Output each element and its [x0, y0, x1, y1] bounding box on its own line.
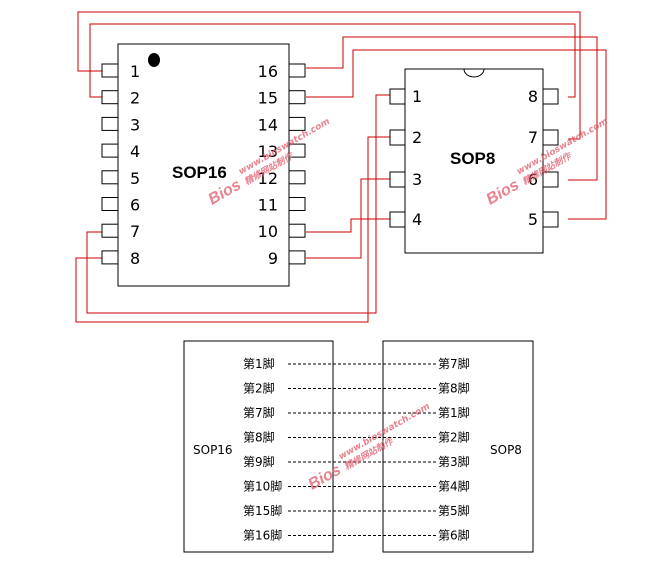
sop8-pin-pad	[542, 129, 559, 146]
sop16-pin-pad	[288, 116, 306, 131]
sop16-pin-pad	[101, 116, 119, 131]
sop8-pin-pad	[542, 88, 559, 105]
mapping-row: 第16脚 第6脚	[243, 528, 470, 543]
mapping-sop8-pin: 第8脚	[438, 381, 470, 396]
sop16-pin-pad	[288, 170, 306, 185]
mapping-row: 第7脚 第1脚	[243, 405, 470, 420]
mapping-row: 第8脚 第2脚	[243, 430, 470, 445]
sop8-pin-number: 3	[412, 170, 422, 189]
wire-sop16-pin10-to-sop8-pin4	[306, 218, 392, 233]
sop16-pin-pad	[288, 197, 306, 211]
sop16-pin-number: 14	[258, 115, 278, 134]
mapping-sop16-pin: 第7脚	[243, 405, 275, 420]
sop8-pin-number: 4	[412, 210, 422, 229]
pin-mapping-table: SOP16 SOP8 第1脚第7脚第2脚第8脚第7脚第1脚第8脚第2脚第9脚第3…	[183, 340, 534, 553]
mapping-row: 第2脚 第8脚	[243, 381, 470, 396]
sop16-pin-number: 10	[258, 222, 278, 241]
sop8-pin-number: 2	[412, 128, 422, 147]
sop16-pin-number: 2	[130, 89, 140, 108]
sop8-pin-number: 1	[412, 87, 422, 106]
sop16-pin-pad	[101, 170, 119, 185]
sop8-pin-pad	[389, 211, 406, 228]
table-sop16-label: SOP16	[193, 443, 233, 457]
mapping-sop8-pin: 第3脚	[438, 454, 470, 469]
sop16-pin-number: 7	[130, 222, 140, 241]
sop16-pin-number: 1	[130, 62, 140, 81]
mapping-sop16-pin: 第15脚	[243, 503, 282, 518]
mapping-row: 第15脚 第5脚	[243, 503, 470, 518]
sop16-chip-label: SOP16	[172, 163, 227, 182]
sop16-pin-pad	[101, 90, 119, 105]
sop16-pin-pad	[288, 223, 306, 238]
sop16-pin-pad	[288, 90, 306, 105]
mapping-sop16-pin: 第16脚	[243, 528, 282, 543]
wire-sop16-pin16-to-sop8-pin6	[306, 36, 598, 181]
mapping-rows: 第1脚第7脚第2脚第8脚第7脚第1脚第8脚第2脚第9脚第3脚第10脚第4脚第15…	[243, 356, 470, 543]
mapping-sop16-pin: 第1脚	[243, 356, 275, 371]
sop8-pin-pad	[389, 129, 406, 146]
sop16-body	[117, 43, 290, 287]
mapping-row: 第9脚 第3脚	[243, 454, 470, 469]
sop16-pin-number: 12	[258, 169, 278, 188]
sop8-pin-pad	[542, 211, 559, 228]
sop8-pin-pad	[389, 171, 406, 188]
sop8-body	[404, 68, 544, 254]
sop16-pin-pad	[101, 223, 119, 238]
wire-sop16-pin1-to-sop8-pin7	[77, 11, 581, 140]
table-sop8-label: SOP8	[490, 443, 522, 457]
mapping-sop8-pin: 第1脚	[438, 405, 470, 420]
pin1-marker-dot	[148, 53, 160, 67]
table-sop16-box	[183, 340, 334, 553]
sop16-pin-pad	[288, 143, 306, 158]
wire-sop16-pin8-to-sop8-pin2	[75, 136, 392, 323]
sop16-left-pins: 1 2 3 4 5 6 7 8	[101, 62, 140, 268]
sop16-pin-number: 11	[258, 196, 278, 215]
sop16-right-pins: 16 15 14 13 12 11 10 9	[258, 62, 306, 268]
sop16-pin-number: 5	[130, 169, 140, 188]
sop16-pin-pad	[101, 143, 119, 158]
sop8-left-pins: 1 2 3 4	[389, 87, 422, 229]
sop8-pin-pad	[542, 171, 559, 188]
sop8-pin-pad	[389, 88, 406, 105]
mapping-sop16-pin: 第10脚	[243, 479, 282, 494]
sop16-pin-number: 3	[130, 115, 140, 134]
mapping-sop8-pin: 第2脚	[438, 430, 470, 445]
wire-sop16-pin2-to-sop8-pin8	[89, 23, 576, 98]
sop16-pin-number: 16	[258, 62, 278, 81]
mapping-sop16-pin: 第2脚	[243, 381, 275, 396]
sop16-pin-number: 13	[258, 142, 278, 161]
sop16-pin-pad	[101, 63, 119, 78]
wire-sop16-pin15-to-sop8-pin5	[306, 49, 607, 220]
mapping-sop8-pin: 第7脚	[438, 356, 470, 371]
mapping-row: 第1脚 第7脚	[243, 356, 470, 371]
sop8-pin-number: 5	[528, 210, 538, 229]
sop16-pin-number: 4	[130, 142, 140, 161]
sop16-pin-number: 8	[130, 249, 140, 268]
mapping-sop8-pin: 第5脚	[438, 503, 470, 518]
sop8-pin-number: 7	[528, 128, 538, 147]
sop8-chip: 1 2 3 4 8 7 6 5 SOP8	[389, 68, 559, 254]
sop8-chip-label: SOP8	[450, 149, 495, 168]
sop8-notch	[463, 68, 485, 78]
wire-sop16-pin7-to-sop8-pin1	[86, 94, 392, 314]
sop8-pin-number: 6	[528, 170, 538, 189]
sop16-pin-pad	[101, 250, 119, 265]
wire-group	[75, 11, 607, 323]
sop16-pin-pad	[288, 250, 306, 265]
sop16-pin-number: 9	[268, 249, 278, 268]
sop16-pin-pad	[101, 197, 119, 211]
mapping-row: 第10脚 第4脚	[243, 479, 470, 494]
sop8-pin-number: 8	[528, 87, 538, 106]
table-sop8-box	[382, 340, 534, 553]
sop16-pin-pad	[288, 63, 306, 78]
mapping-sop16-pin: 第9脚	[243, 454, 275, 469]
mapping-sop16-pin: 第8脚	[243, 430, 275, 445]
sop8-right-pins: 8 7 6 5	[528, 87, 559, 229]
mapping-sop8-pin: 第4脚	[438, 479, 470, 494]
sop16-pin-number: 6	[130, 196, 140, 215]
sop16-pin-number: 15	[258, 89, 278, 108]
mapping-sop8-pin: 第6脚	[438, 528, 470, 543]
